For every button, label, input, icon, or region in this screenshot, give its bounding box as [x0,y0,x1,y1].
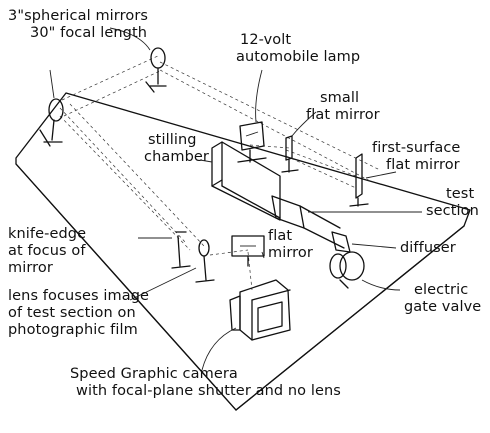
label-lamp: 12-volt automobile lamp [236,32,360,66]
lamp-assembly [237,121,267,163]
label-line: 12-volt [240,32,292,48]
label-line: lens focuses image [8,288,150,304]
label-camera: Speed Graphic camera with focal-plane sh… [70,366,341,400]
stilling-chamber [211,141,281,221]
diffuser [331,231,351,253]
label-diffuser: diffuser [400,240,456,257]
label-center-flat-mirror: flat mirror [268,228,313,262]
label-line: automobile lamp [236,49,361,65]
label-stilling-chamber: stilling chamber [144,132,209,166]
leader-lines [49,27,422,371]
light-beams [59,54,381,291]
label-test-section: test section [426,186,479,220]
label-line: 3"spherical mirrors [8,8,149,24]
label-line: mirror [8,260,53,276]
label-line: electric [414,282,469,298]
small-flat-mirror-stand [281,135,299,173]
label-line: diffuser [400,240,456,256]
label-line: flat [268,228,293,244]
label-line: photographic film [8,322,138,338]
knife-edge-stand [171,231,191,269]
lens [195,239,215,283]
test-section [271,195,345,249]
label-spherical-mirrors: 3"spherical mirrors 30" focal length [8,8,148,42]
label-knife-edge: knife-edge at focus of mirror [8,226,86,277]
first-surface-flat-mirror [349,153,369,207]
label-line: knife-edge [8,226,87,242]
label-line: mirror [268,245,313,261]
speed-graphic-camera [229,279,291,341]
label-line: Speed Graphic camera [70,366,238,382]
label-line: with focal-plane shutter and no lens [76,383,341,399]
label-line: first-surface [372,140,461,156]
label-first-surface-mirror: first-surface flat mirror [372,140,460,174]
electric-gate-valve [329,251,365,289]
label-line: test [446,186,475,202]
label-line: chamber [144,149,209,165]
label-line: 30" focal length [30,25,148,41]
label-line: section [426,203,479,219]
label-line: stilling [148,132,197,148]
label-line: of test section on [8,305,136,321]
label-small-flat-mirror: small flat mirror [306,90,380,124]
spherical-mirror-upper [145,47,167,93]
label-line: flat mirror [386,157,460,173]
label-lens: lens focuses image of test section on ph… [8,288,149,339]
label-gate-valve: electric gate valve [404,282,481,316]
label-line: flat mirror [306,107,380,123]
base-board [15,92,471,411]
center-flat-mirror [231,235,265,267]
label-line: at focus of [8,243,86,259]
label-line: gate valve [404,299,482,315]
label-line: small [320,90,360,106]
spherical-mirror-lower [39,98,64,147]
